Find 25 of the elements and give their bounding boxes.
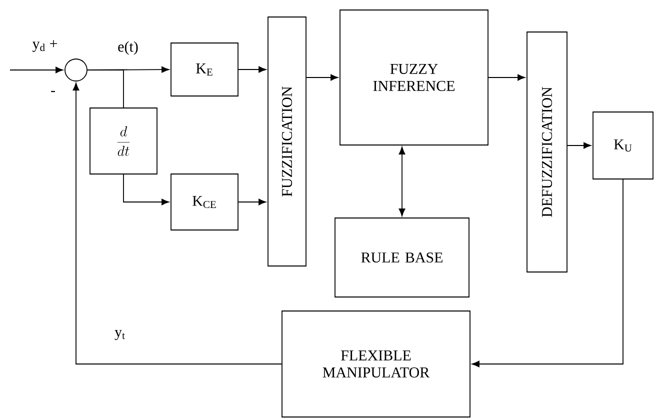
block-box: K$_{E}$ xyxy=(170,42,238,96)
arrow xyxy=(238,66,266,73)
edge-label: y$_{t}$ xyxy=(114,328,126,342)
arrow xyxy=(72,82,282,364)
edge-label: e(t) xyxy=(116,40,140,56)
arrow xyxy=(567,142,592,149)
signal-label: - xyxy=(51,90,55,92)
arrow xyxy=(472,179,624,368)
vertical-block: DEFUZZIFICATION xyxy=(526,32,568,272)
vertical-block: FUZZIFICATION xyxy=(268,16,306,266)
block-box: $\frac{d}{dt}$ xyxy=(90,108,158,174)
signal-label: y$_{d}$ + xyxy=(32,40,57,52)
block-box: K$_{U}$ xyxy=(592,112,654,180)
arrow xyxy=(488,74,526,81)
summing-junction xyxy=(64,58,88,82)
block-box: RULE BASE xyxy=(334,218,470,298)
block-box: FUZZY INFERENCE xyxy=(340,10,488,146)
arrow xyxy=(398,146,406,216)
arrow xyxy=(238,198,266,206)
arrow xyxy=(10,66,64,74)
block-box: K$_{CE}$ xyxy=(170,174,238,230)
arrow xyxy=(123,174,170,206)
arrow xyxy=(87,70,124,108)
block-box: FLEXIBLE MANIPULATOR xyxy=(282,310,470,418)
arrow xyxy=(306,74,338,81)
